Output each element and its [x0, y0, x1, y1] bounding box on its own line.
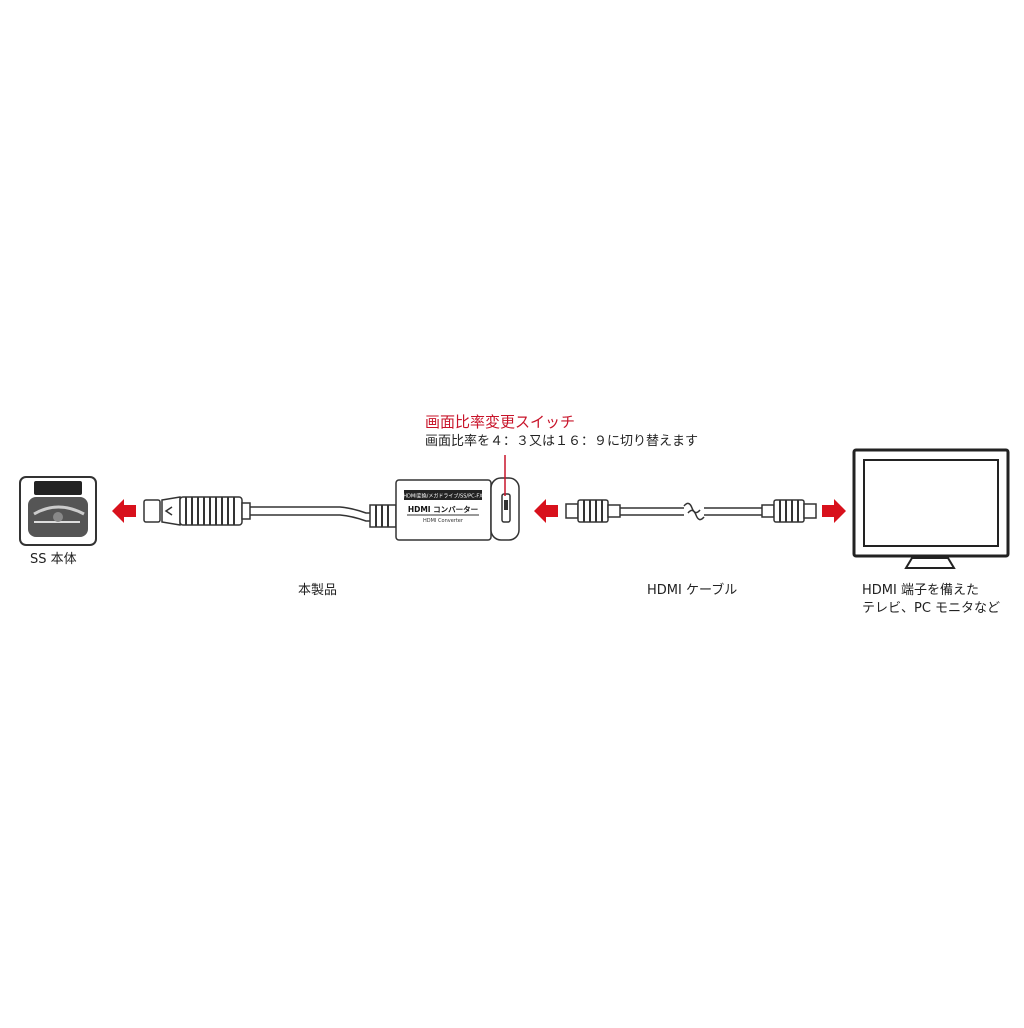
device-name: HDMI コンバーター [408, 504, 478, 514]
product-label: 本製品 [298, 583, 338, 598]
hdmi-cable-line [620, 507, 762, 516]
hdmi-plug-right [761, 499, 817, 523]
hdmi-cable-label: HDMI ケーブル [647, 583, 738, 598]
console-label: SS 本体 [30, 552, 77, 567]
hdmi-plug-left [565, 499, 621, 523]
arrow-right-icon [822, 499, 846, 523]
sega-saturn-console-icon [19, 476, 97, 546]
display-label-line2: テレビ、PC モニタなど [862, 601, 1001, 616]
monitor-icon [852, 448, 1010, 569]
product-cable [250, 506, 398, 514]
console-plug [143, 496, 251, 526]
strain-relief [369, 504, 397, 528]
display-label-line1: HDMI 端子を備えた [862, 583, 979, 598]
arrow-left-icon [534, 499, 558, 523]
arrow-left-icon [112, 499, 136, 523]
device-badge: HDMI変換/メガドライブ/SS/PC-FX [403, 493, 483, 500]
switch-callout [490, 455, 520, 541]
switch-description: 画面比率を４：３又は１６：９に切り替えます [425, 434, 699, 449]
switch-title: 画面比率変更スイッチ [425, 413, 576, 431]
hdmi-converter: HDMI変換/メガドライブ/SS/PC-FX HDMI コンバーター HDMI … [395, 479, 492, 541]
cable-break-icon [683, 502, 705, 521]
device-sub: HDMI Converter [423, 518, 464, 524]
